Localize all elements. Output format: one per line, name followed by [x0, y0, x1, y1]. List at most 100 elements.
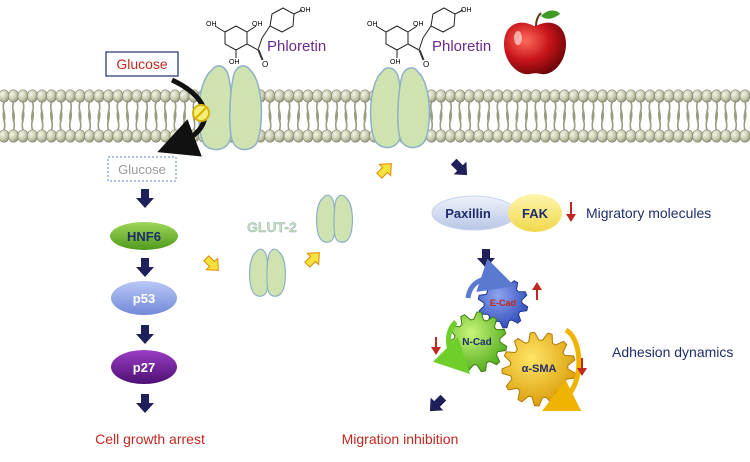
lipid-tail [591, 109, 595, 131]
arrow-p53-to-p27 [136, 325, 154, 344]
o-label: O [423, 60, 429, 69]
lipid-head [311, 89, 323, 103]
lipid-head [473, 89, 485, 103]
oh-label: OH [461, 7, 472, 14]
lipid-tail [439, 109, 443, 131]
lipid-head [568, 89, 580, 103]
lipid-head [264, 89, 276, 103]
lipid-head [321, 129, 333, 143]
lipid-tail [296, 109, 301, 131]
lipid-head [292, 129, 304, 143]
lipid-head [321, 89, 333, 103]
lipid-tail [11, 109, 16, 131]
lipid-head [45, 129, 57, 143]
arrow-glucose-to-hnf6 [136, 189, 154, 208]
phloretin-label-right: Phloretin [432, 38, 491, 55]
lipid-head [663, 89, 675, 103]
lipid-head [606, 129, 618, 143]
lipid-head [84, 129, 96, 143]
arrow-p27-to-arrest [136, 394, 154, 413]
arrow-membrane-to-paxillin [450, 158, 468, 176]
migration-inhibition-label: Migration inhibition [342, 431, 459, 447]
lipid-head [625, 89, 637, 103]
paxillin-node: Paxillin [431, 195, 517, 231]
lipid-head [473, 129, 485, 143]
arrow-glut2-translocation-1 [304, 252, 320, 268]
lipid-head [131, 129, 143, 143]
lipid-head [169, 129, 181, 143]
glucose-box-outside: Glucose [105, 51, 179, 77]
cell-growth-arrest-label: Cell growth arrest [95, 431, 205, 447]
glucose-inside-label: Glucose [118, 162, 166, 177]
oh-label: OH [413, 21, 424, 28]
hnf6-label: HNF6 [127, 229, 161, 244]
migratory-molecules-label: Migratory molecules [586, 205, 711, 221]
lipid-tail [733, 109, 738, 131]
lipid-tail [87, 109, 92, 131]
lipid-head [264, 129, 276, 143]
lipid-head [112, 89, 124, 103]
lipid-head [349, 89, 361, 103]
p27-node: p27 [111, 350, 177, 384]
lipid-head [122, 89, 134, 103]
lipid-head [720, 89, 732, 103]
lipid-head [549, 89, 561, 103]
lipid-head [454, 89, 466, 103]
arrow-hnf6-to-p53 [136, 258, 154, 277]
lipid-tail [724, 109, 728, 131]
asma-gear: α-SMA [501, 331, 577, 407]
lipid-head [558, 89, 570, 103]
lipid-head [634, 129, 646, 143]
lipid-head [710, 129, 722, 143]
arrow-glut2-translocation-2 [376, 163, 392, 179]
lipid-head [65, 89, 77, 103]
lipid-head [0, 129, 10, 143]
p27-label: p27 [133, 360, 155, 375]
lipid-tail [477, 109, 481, 131]
lipid-head [691, 129, 703, 143]
ncad-label: N-Cad [462, 337, 491, 348]
lipid-head [55, 129, 67, 143]
lipid-head [435, 129, 447, 143]
lipid-head [84, 89, 96, 103]
lipid-tail [743, 109, 747, 131]
oh-label: OH [367, 21, 378, 28]
lipid-head [131, 89, 143, 103]
lipid-tail [714, 109, 719, 131]
lipid-head [653, 129, 665, 143]
arrow-gears-to-inhibition [429, 394, 447, 412]
lipid-head [511, 89, 523, 103]
lipid-head [93, 129, 105, 143]
ecad-increase-arrow [532, 282, 542, 300]
lipid-head [17, 89, 29, 103]
lipid-tail [144, 109, 149, 131]
lipid-head [0, 89, 10, 103]
lipid-head [577, 89, 589, 103]
lipid-head [273, 129, 285, 143]
lipid-head [549, 129, 561, 143]
lipid-tail [106, 109, 111, 131]
lipid-head [663, 129, 675, 143]
p53-label: p53 [133, 291, 155, 306]
lipid-tail [553, 109, 557, 131]
fak-node: FAK [508, 194, 562, 232]
lipid-head [103, 89, 115, 103]
lipid-head [596, 129, 608, 143]
apple-icon [504, 10, 566, 75]
lipid-tail [667, 109, 671, 131]
lipid-head [292, 89, 304, 103]
lipid-head [112, 129, 124, 143]
lipid-head [501, 89, 513, 103]
lipid-head [26, 89, 38, 103]
lipid-head [625, 129, 637, 143]
lipid-head [558, 129, 570, 143]
lipid-head [273, 89, 285, 103]
adhesion-dynamics-label: Adhesion dynamics [612, 344, 733, 360]
lipid-tail [448, 109, 453, 131]
lipid-head [17, 129, 29, 143]
lipid-head [160, 89, 172, 103]
lipid-tail [629, 109, 633, 131]
lipid-head [74, 89, 86, 103]
lipid-head [729, 129, 741, 143]
lipid-head [587, 89, 599, 103]
